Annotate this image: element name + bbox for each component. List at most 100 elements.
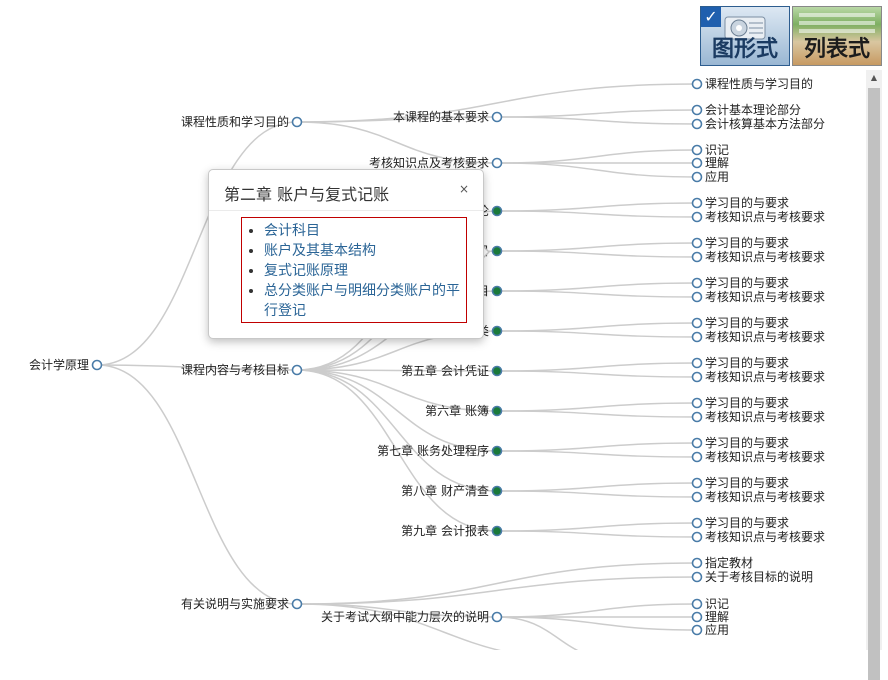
node-circle-icon[interactable] xyxy=(691,251,703,263)
chapter-node[interactable]: 第六章 账簿 xyxy=(425,403,503,418)
node-circle-icon[interactable] xyxy=(691,571,703,583)
node-circle-icon[interactable] xyxy=(691,491,703,503)
leaf-node[interactable]: 考核知识点与考核要求 xyxy=(691,530,826,544)
node-circle-icon[interactable] xyxy=(291,364,303,376)
root-node[interactable]: 会计学原理 xyxy=(29,357,103,372)
list-view-button[interactable]: 列表式 xyxy=(792,6,882,66)
collapsed-node-icon[interactable] xyxy=(491,365,503,377)
node-circle-icon[interactable] xyxy=(491,111,503,123)
node-circle-icon[interactable] xyxy=(691,557,703,569)
leaf-node[interactable]: 识记 xyxy=(691,597,730,611)
node-circle-icon[interactable] xyxy=(691,104,703,116)
node-circle-icon[interactable] xyxy=(691,277,703,289)
node-circle-icon[interactable] xyxy=(691,118,703,130)
leaf-node[interactable]: 应用 xyxy=(691,169,730,184)
chapter-node[interactable]: 第八章 财产清查 xyxy=(401,483,503,498)
chapter-node[interactable]: 第九章 会计报表 xyxy=(401,523,503,538)
chapter-node[interactable]: 第五章 会计凭证 xyxy=(401,363,503,378)
node-circle-icon[interactable] xyxy=(691,451,703,463)
collapsed-node-icon[interactable] xyxy=(491,285,503,297)
collapsed-node-icon[interactable] xyxy=(491,205,503,217)
node-label: 关于考核目标的说明 xyxy=(705,569,813,584)
leaf-node[interactable]: 考核知识点与考核要求 xyxy=(691,210,826,224)
leaf-node[interactable]: 学习目的与要求 xyxy=(691,355,790,370)
node-circle-icon[interactable] xyxy=(691,237,703,249)
node-circle-icon[interactable] xyxy=(491,611,503,623)
node-circle-icon[interactable] xyxy=(691,517,703,529)
node-circle-icon[interactable] xyxy=(691,171,703,183)
node-circle-icon[interactable] xyxy=(691,598,703,610)
scroll-up-icon[interactable]: ▲ xyxy=(870,73,878,82)
node-circle-icon[interactable] xyxy=(691,437,703,449)
topic-node-notes[interactable]: 有关说明与实施要求 xyxy=(181,596,303,611)
leaf-node[interactable]: 考核知识点与考核要求 xyxy=(691,330,826,344)
leaf-node[interactable]: 学习目的与要求 xyxy=(691,235,790,250)
leaf-node[interactable]: 学习目的与要求 xyxy=(691,475,790,490)
node-circle-icon[interactable] xyxy=(691,371,703,383)
leaf-node[interactable]: 学习目的与要求 xyxy=(691,275,790,290)
node-circle-icon[interactable] xyxy=(691,611,703,623)
leaf-node[interactable]: 会计基本理论部分 xyxy=(691,102,802,117)
leaf-node[interactable]: 理解 xyxy=(691,156,730,170)
leaf-node[interactable]: 关于考核目标的说明 xyxy=(691,569,814,584)
node-circle-icon[interactable] xyxy=(691,144,703,156)
leaf-node[interactable]: 考核知识点与考核要求 xyxy=(691,490,826,504)
node-circle-icon[interactable] xyxy=(691,78,703,90)
collapsed-node-icon[interactable] xyxy=(491,325,503,337)
node-circle-icon[interactable] xyxy=(691,197,703,209)
collapsed-node-icon[interactable] xyxy=(491,485,503,497)
node-circle-icon[interactable] xyxy=(491,157,503,169)
leaf-node[interactable]: 指定教材 xyxy=(691,555,754,570)
popup-topic-link[interactable]: 复式记账原理 xyxy=(264,263,348,279)
collapsed-node-icon[interactable] xyxy=(491,525,503,537)
node-circle-icon[interactable] xyxy=(691,317,703,329)
graph-view-button[interactable]: ✓ 图形式 xyxy=(700,6,790,66)
node-circle-icon[interactable] xyxy=(691,411,703,423)
close-icon[interactable]: × xyxy=(458,182,469,196)
leaf-node[interactable]: 课程性质与学习目的 xyxy=(691,76,814,91)
node-circle-icon[interactable] xyxy=(691,157,703,169)
subtopic-node[interactable]: 本课程的基本要求 xyxy=(393,109,503,124)
subtopic-node[interactable]: 关于考试大纲中能力层次的说明 xyxy=(321,609,503,624)
node-circle-icon[interactable] xyxy=(691,357,703,369)
popup-topic-link[interactable]: 账户及其基本结构 xyxy=(264,243,376,259)
leaf-node[interactable]: 会计核算基本方法部分 xyxy=(691,116,826,131)
leaf-node[interactable]: 考核知识点与考核要求 xyxy=(691,450,826,464)
subtopic-node[interactable]: 考核知识点及考核要求 xyxy=(369,156,503,170)
leaf-node[interactable]: 学习目的与要求 xyxy=(691,195,790,210)
topic-node-nature[interactable]: 课程性质和学习目的 xyxy=(181,114,303,129)
node-circle-icon[interactable] xyxy=(91,359,103,371)
node-circle-icon[interactable] xyxy=(691,397,703,409)
leaf-node[interactable]: 识记 xyxy=(691,143,730,157)
collapsed-node-icon[interactable] xyxy=(491,405,503,417)
leaf-node[interactable]: 学习目的与要求 xyxy=(691,515,790,530)
leaf-node[interactable]: 考核知识点与考核要求 xyxy=(691,370,826,384)
node-label: 考核知识点与考核要求 xyxy=(705,290,825,304)
leaf-node[interactable]: 理解 xyxy=(691,610,730,624)
node-circle-icon[interactable] xyxy=(691,211,703,223)
node-circle-icon[interactable] xyxy=(691,624,703,636)
collapsed-node-icon[interactable] xyxy=(491,245,503,257)
tree-link xyxy=(496,242,698,252)
popup-topic-link[interactable]: 会计科目 xyxy=(264,223,320,239)
leaf-node[interactable]: 应用 xyxy=(691,622,730,637)
node-label: 应用 xyxy=(705,169,729,184)
collapsed-node-icon[interactable] xyxy=(491,445,503,457)
leaf-node[interactable]: 学习目的与要求 xyxy=(691,315,790,330)
node-circle-icon[interactable] xyxy=(691,477,703,489)
node-circle-icon[interactable] xyxy=(291,598,303,610)
scroll-thumb[interactable] xyxy=(868,88,880,680)
leaf-node[interactable]: 学习目的与要求 xyxy=(691,435,790,450)
popup-topic-link[interactable]: 总分类账户与明细分类账户的平行登记 xyxy=(264,283,460,319)
vertical-scrollbar[interactable]: ▲ xyxy=(866,70,882,680)
leaf-node[interactable]: 学习目的与要求 xyxy=(691,395,790,410)
leaf-node[interactable]: 考核知识点与考核要求 xyxy=(691,250,826,264)
chapter-node[interactable]: 第七章 账务处理程序 xyxy=(377,443,503,458)
node-circle-icon[interactable] xyxy=(691,531,703,543)
node-circle-icon[interactable] xyxy=(691,331,703,343)
leaf-node[interactable]: 考核知识点与考核要求 xyxy=(691,410,826,424)
topic-node-content[interactable]: 课程内容与考核目标 xyxy=(181,362,303,377)
leaf-node[interactable]: 考核知识点与考核要求 xyxy=(691,290,826,304)
node-circle-icon[interactable] xyxy=(291,116,303,128)
node-circle-icon[interactable] xyxy=(691,291,703,303)
